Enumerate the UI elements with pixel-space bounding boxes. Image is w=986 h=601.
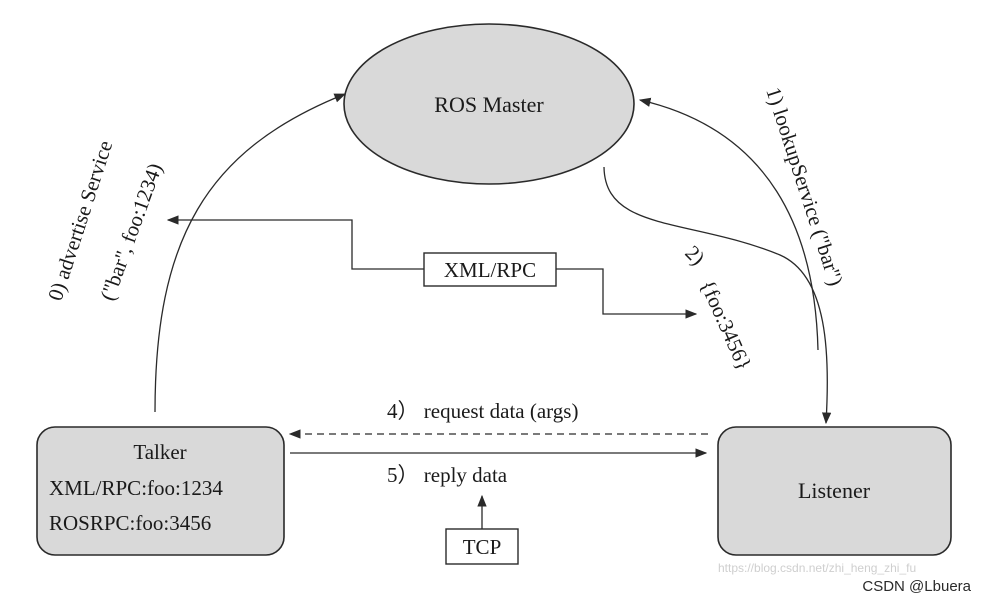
ros-master-label: ROS Master [434,92,544,117]
master-reply-number: 2) [680,241,709,270]
master-reply-label: 2) {foo:3456} [680,241,756,374]
tcp-connector: TCP [445,494,519,565]
talker-node: Talker XML/RPC:foo:1234 ROSRPC:foo:3456 [36,426,285,556]
master-reply-arrow [603,166,832,425]
xmlrpc-to-reply-arrow [556,268,698,319]
xmlrpc-box-label: XML/RPC [444,258,536,282]
talker-xmlrpc-address: XML/RPC:foo:1234 [49,476,223,500]
reply-data-label: 5） reply data [387,463,508,487]
listener-box [717,426,952,556]
xmlrpc-box [423,252,557,287]
xmlrpc-connector: XML/RPC [166,215,698,319]
master-reply-address: {foo:3456} [695,276,756,373]
advertise-service-args: ("bar", foo:1234) [95,160,167,304]
tcp-label: TCP [463,535,502,559]
listener-label: Listener [798,478,871,503]
tcp-box [445,528,519,565]
talker-rosrpc-address: ROSRPC:foo:3456 [49,511,211,535]
listener-node: Listener [717,426,952,556]
talker-box [36,426,285,556]
xmlrpc-to-advertise-arrow [166,215,424,270]
talker-title: Talker [133,440,186,464]
ros-master-node: ROS Master [343,23,635,185]
lookup-service-arrow [638,97,819,351]
ros-master-ellipse [343,23,635,185]
request-data-label: 4） request data (args) [387,399,578,423]
watermark-credit: CSDN @Lbuera [862,578,971,595]
advertise-service-label: 0) advertise Service ("bar", foo:1234) [43,138,167,304]
advertise-service-arrow [154,93,347,413]
watermark-url: https://blog.csdn.net/zhi_heng_zhi_fu [718,561,916,575]
